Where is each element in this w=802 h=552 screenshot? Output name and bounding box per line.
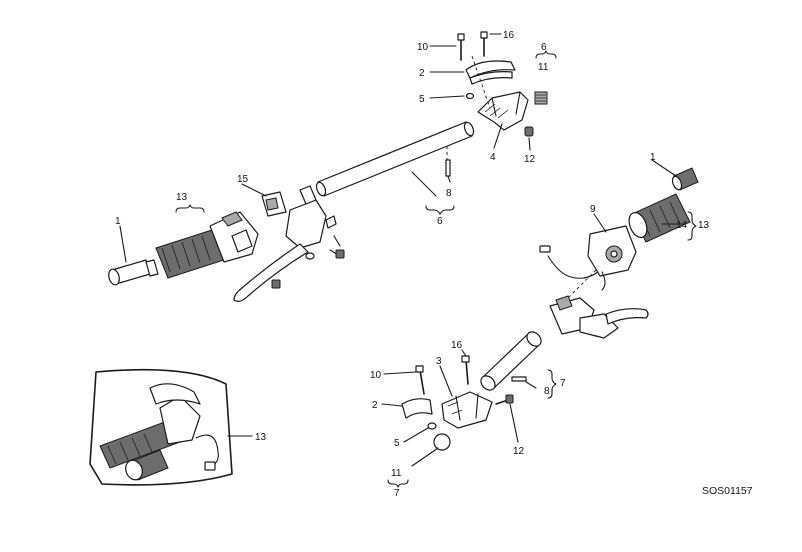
callout-16-top: 16 bbox=[503, 30, 515, 41]
callout-5-bot: 5 bbox=[394, 438, 400, 449]
callout-7-right: 7 bbox=[560, 378, 566, 389]
callout-13-left: 13 bbox=[176, 192, 188, 203]
callout-11-bot: 11 bbox=[391, 468, 402, 479]
callout-6-mid: 6 bbox=[437, 216, 443, 227]
callout-4-top: 4 bbox=[490, 152, 496, 163]
braces bbox=[175, 50, 697, 488]
diagram-code: SOS01157 bbox=[702, 485, 753, 497]
callout-16-bot: 16 bbox=[451, 340, 463, 351]
callout-8-bot: 8 bbox=[544, 386, 550, 397]
callout-12-top: 12 bbox=[524, 154, 536, 165]
callout-1-left: 1 bbox=[115, 216, 121, 227]
right-control-assembly bbox=[539, 167, 699, 339]
callout-6-top: 6 bbox=[541, 42, 547, 53]
leader-lines bbox=[119, 33, 685, 467]
callout-13-inset: 13 bbox=[255, 432, 267, 443]
callout-12-bot: 12 bbox=[513, 446, 525, 457]
callout-2-bot: 2 bbox=[372, 400, 378, 411]
callout-2-top: 2 bbox=[419, 68, 425, 79]
inset-detail bbox=[89, 368, 233, 486]
callout-3: 3 bbox=[436, 356, 442, 367]
lower-clamp-assembly bbox=[401, 331, 542, 451]
callout-10-top: 10 bbox=[417, 42, 429, 53]
callout-9: 9 bbox=[590, 204, 596, 215]
left-control-assembly bbox=[108, 185, 345, 302]
callout-14: 14 bbox=[676, 220, 688, 231]
callout-10-bot: 10 bbox=[370, 370, 382, 381]
handlebar-tube-upper bbox=[315, 121, 475, 197]
callout-13-right: 13 bbox=[698, 220, 710, 231]
callout-1-right: 1 bbox=[650, 152, 656, 163]
callout-8-top: 8 bbox=[446, 188, 452, 199]
callout-labels: 10 16 2 5 4 12 6 11 8 6 13 15 1 1 9 14 1… bbox=[115, 30, 710, 499]
callout-7-bot: 7 bbox=[394, 488, 400, 499]
callout-11-top: 11 bbox=[538, 62, 549, 73]
callout-5-top: 5 bbox=[419, 94, 425, 105]
callout-15: 15 bbox=[237, 174, 249, 185]
upper-clamp-assembly bbox=[457, 31, 548, 137]
